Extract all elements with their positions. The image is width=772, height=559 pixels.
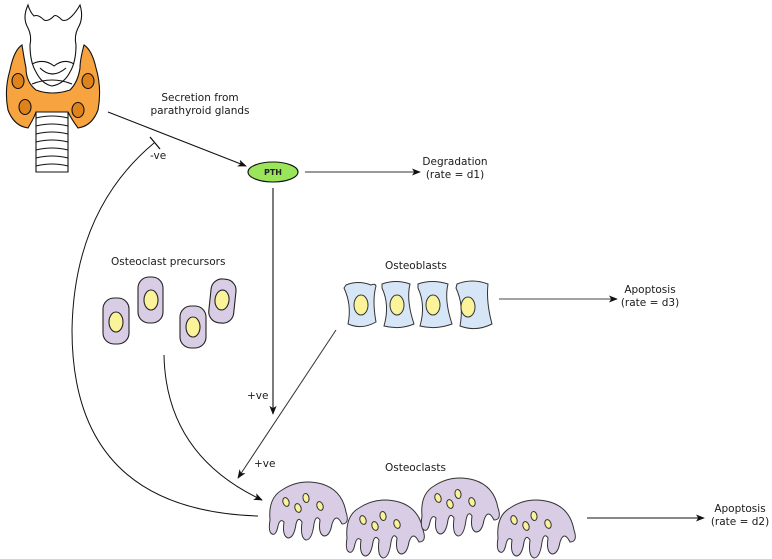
pth-positive-label: +ve [247, 390, 269, 402]
edge-precursors-to-osteoclasts-arrow [163, 354, 263, 501]
osteoclast-nucleus [379, 511, 387, 521]
osteoclast-cell [420, 477, 500, 537]
osteoclast-apoptosis-line1: Apoptosis [714, 503, 766, 515]
edge-osteoblasts-to-osteoclasts-arrow [237, 329, 337, 479]
parathyroid-nodules [11, 72, 95, 119]
edge-secretion-arrow [107, 111, 247, 167]
osteoclast-nucleus [294, 503, 302, 513]
osteoclast-nucleus [510, 515, 518, 525]
inhibition-bar-icon [149, 136, 161, 150]
osteoclast-nucleus [544, 519, 552, 529]
osteoclast-nucleus [530, 511, 538, 521]
secretion-label-line1: Secretion from [161, 92, 239, 104]
osteoclast-precursors [102, 276, 237, 349]
precursors-label: Osteoclast precursors [111, 256, 226, 268]
precursor-cell [208, 278, 237, 324]
osteoclast-nucleus [434, 493, 442, 503]
osteoblast-apoptosis-line1: Apoptosis [624, 284, 676, 296]
osteoclast-cell [496, 499, 576, 559]
secretion-label: Secretion from parathyroid glands [150, 92, 250, 118]
osteoclast-cell [345, 499, 425, 559]
secretion-label-line2: parathyroid glands [150, 105, 250, 117]
osteoclast-nucleus [371, 521, 379, 531]
precursor-cell [102, 297, 130, 345]
larynx-icon [24, 3, 83, 87]
osteoblast-cell [343, 282, 377, 328]
osteoblast-apoptosis-line2: (rate = d3) [620, 297, 680, 309]
parathyroid-gland-illustration [5, 3, 101, 173]
osteoblasts [343, 280, 493, 330]
precursor-cell [179, 305, 207, 349]
osteoblast-cell [417, 281, 453, 329]
edge-negative-feedback [71, 142, 259, 517]
osteoclasts-label: Osteoclasts [385, 462, 446, 474]
degradation-label: Degradation (rate = d1) [420, 156, 490, 182]
trachea-icon [35, 111, 69, 173]
osteoclast-body [345, 499, 425, 559]
osteoclast-apoptosis-label: Apoptosis (rate = d2) [708, 503, 772, 529]
osteoclast-cell [268, 481, 348, 541]
osteoclast-nucleus [302, 493, 310, 503]
osteoclast-nucleus [468, 497, 476, 507]
negative-feedback-label: -ve [150, 150, 167, 162]
osteoclasts [268, 477, 576, 559]
precursor-cell [137, 276, 164, 324]
osteoblast-apoptosis-label: Apoptosis (rate = d3) [620, 284, 680, 310]
osteoclast-body [420, 477, 500, 537]
osteoclast-body [268, 481, 348, 541]
osteoblasts-label: Osteoblasts [385, 260, 447, 272]
osteoclast-nucleus [454, 489, 462, 499]
osteoclast-apoptosis-line2: (rate = d2) [710, 516, 770, 528]
osteoblast-cell [455, 280, 493, 330]
pth-node: PTH [247, 161, 299, 183]
osteoclast-nucleus [359, 515, 367, 525]
osteoclast-nucleus [522, 521, 530, 531]
osteoclast-body [496, 499, 576, 559]
osteoblast-cell [381, 281, 415, 329]
pth-label: PTH [264, 168, 282, 177]
osteoclast-nucleus [282, 497, 290, 507]
osteoclast-nucleus [316, 501, 324, 511]
osteoclast-nucleus [393, 519, 401, 529]
osteoclast-nucleus [446, 499, 454, 509]
osteoblast-positive-label: +ve [254, 458, 276, 470]
degradation-label-line1: Degradation [422, 156, 488, 168]
degradation-label-line2: (rate = d1) [425, 169, 485, 181]
